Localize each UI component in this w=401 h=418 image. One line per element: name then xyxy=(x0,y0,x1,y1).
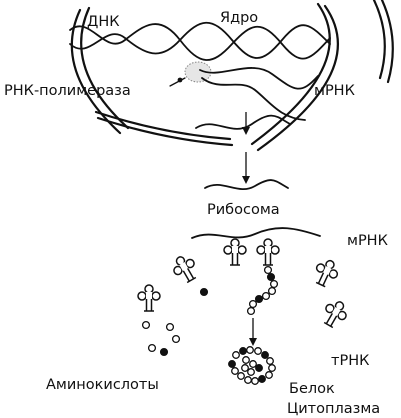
mrna-top-label: мРНК xyxy=(314,83,356,99)
trna-label: тРНК xyxy=(331,353,370,369)
mrna-exiting-nucleus xyxy=(195,114,291,130)
ribosome-label: Рибосома xyxy=(207,202,280,218)
dna-label: ДНК xyxy=(87,14,120,30)
nuclear-envelope xyxy=(70,0,394,152)
trna-free-4 xyxy=(318,296,352,332)
mrna-cytoplasm xyxy=(204,179,289,191)
protein-label: Белок xyxy=(289,381,335,397)
trna-free-2 xyxy=(137,284,161,312)
flow-arrows xyxy=(242,112,257,346)
trna-bound-left xyxy=(223,238,247,266)
trna-free-1 xyxy=(168,251,202,287)
rna-polymerase-label: РНК-полимераза xyxy=(4,83,131,99)
mrna-translation xyxy=(191,227,321,239)
nucleus-label: Ядро xyxy=(220,10,258,26)
amino-acids-label: Аминокислоты xyxy=(46,377,159,393)
protein-bead-loop xyxy=(228,346,276,385)
rna-polymerase xyxy=(169,61,212,87)
dna-helix xyxy=(69,21,331,61)
mrna-bottom-label: мРНК xyxy=(347,233,389,249)
trna-free-3 xyxy=(309,255,343,290)
trna-bound-right xyxy=(256,238,280,266)
peptide-chain xyxy=(246,265,279,316)
mrna-transcript xyxy=(199,67,319,121)
cytoplasm-label: Цитоплазма xyxy=(287,401,380,417)
free-amino-acids xyxy=(141,287,209,357)
